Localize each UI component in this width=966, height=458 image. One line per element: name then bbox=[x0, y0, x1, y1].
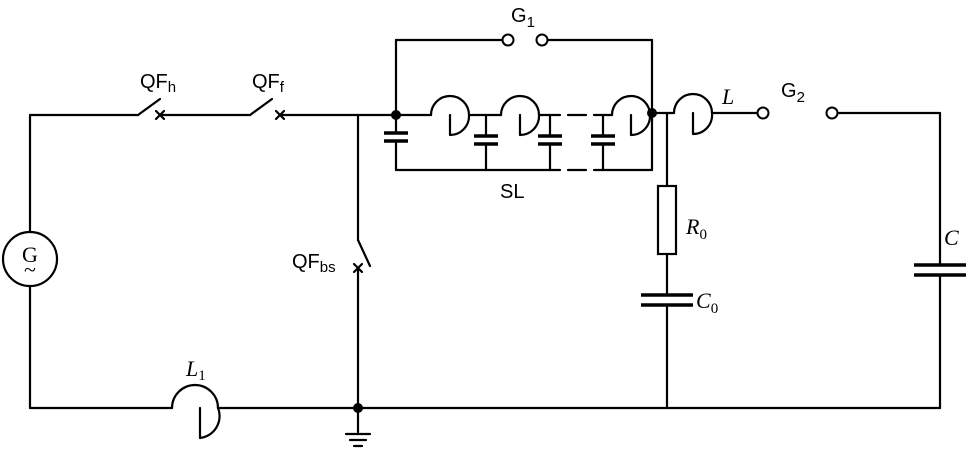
r0-c0-branch: R0 C0 bbox=[641, 111, 718, 410]
breaker-qfh-blade bbox=[136, 97, 162, 117]
sl-inductor-1-arc bbox=[429, 94, 471, 117]
breaker-qfh-label: QFh bbox=[140, 71, 176, 96]
breaker-qff-blade bbox=[248, 97, 274, 117]
gap-g1-electrode-left bbox=[501, 33, 515, 47]
breaker-qff-label: QFf bbox=[252, 71, 285, 96]
sl-inductor-2-tail bbox=[518, 113, 541, 137]
sl-inductor-1-tail bbox=[448, 113, 471, 137]
generator-tilde: ~ bbox=[24, 257, 36, 282]
capacitor-c0-label: C0 bbox=[696, 288, 718, 317]
capacitor-c: C bbox=[914, 111, 966, 410]
gap-g2-electrode-left bbox=[756, 106, 770, 120]
breaker-qfbs-blade bbox=[356, 238, 372, 268]
breaker-qfbs-label: QFbs bbox=[292, 251, 336, 276]
inductor-l1-arc bbox=[170, 383, 220, 410]
generator-label: G bbox=[22, 242, 38, 267]
gap-g2-electrode-right bbox=[825, 106, 839, 120]
gap-g1: G1 bbox=[394, 5, 654, 117]
generator-symbol bbox=[1, 230, 59, 288]
capacitor-c-label: C bbox=[944, 225, 959, 250]
sl-inductor-2-arc bbox=[499, 94, 541, 117]
inductor-l1: L1 bbox=[170, 356, 942, 440]
inductor-l-arc bbox=[672, 92, 714, 115]
gap-g1-label: G1 bbox=[511, 5, 535, 31]
inductor-l1-label: L1 bbox=[185, 356, 206, 384]
gap-g1-electrode-right bbox=[535, 33, 549, 47]
ground-symbol bbox=[344, 403, 372, 448]
inductor-l-label: L bbox=[721, 84, 734, 109]
sl-label: SL bbox=[500, 181, 524, 203]
sl-inductor-n-tail bbox=[629, 113, 652, 137]
inductor-l1-tail bbox=[198, 406, 221, 440]
generator-branch: G ~ bbox=[1, 113, 174, 410]
breaker-qfh-cross-b bbox=[154, 109, 166, 121]
line-model-sl: SL bbox=[384, 94, 657, 203]
resistor-r0 bbox=[656, 184, 678, 256]
gap-g2-label: G2 bbox=[781, 80, 805, 106]
inductor-l-tail bbox=[691, 111, 714, 136]
breaker-qff: QFf bbox=[248, 71, 398, 121]
inductor-l: L bbox=[650, 84, 759, 136]
gap-g2: G2 bbox=[756, 80, 942, 120]
breaker-qfh: QFh bbox=[136, 71, 252, 121]
resistor-r0-label: R0 bbox=[685, 214, 707, 243]
sl-inductor-n-arc bbox=[610, 94, 652, 117]
breaker-qfbs: QFbs bbox=[292, 113, 372, 410]
